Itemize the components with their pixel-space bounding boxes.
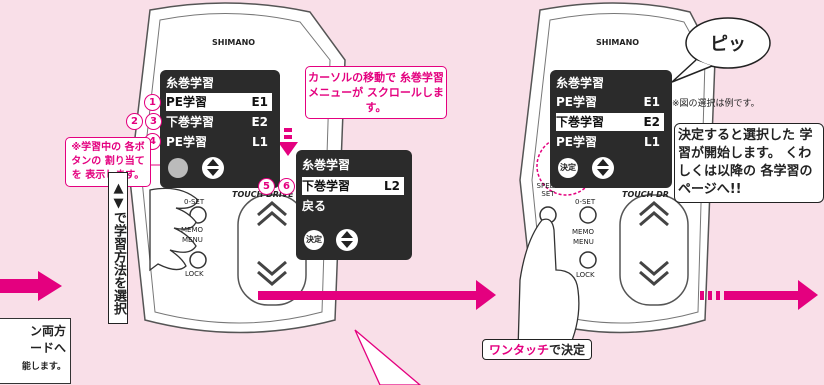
right-menu-row-3: PE学習 L1 — [556, 133, 664, 151]
right-row2-value: E2 — [643, 115, 660, 129]
vertical-instruction: ▲▼で学習方法を選択 — [108, 172, 128, 324]
right-touch-text: TOUCH DR — [622, 190, 669, 199]
right-device-screen: 糸巻学習 PE学習 E1 下巻学習 E2 PE学習 L1 決定 — [550, 70, 672, 188]
right-speed-set-label: SPEED SET — [536, 182, 560, 198]
left-menu-title: 糸巻学習 — [166, 76, 215, 90]
right-oset-label: 0-SET — [575, 198, 596, 206]
popup-row1-value: L2 — [384, 179, 400, 193]
popup-row1-label: 下巻学習 — [302, 179, 351, 193]
left-row1-label: PE学習 — [166, 95, 207, 109]
right-row3-value: L1 — [644, 135, 660, 149]
right-menu-label: MENU — [573, 238, 594, 246]
right-menu-row-2: 下巻学習 E2 — [556, 113, 664, 131]
left-menu-label: MENU — [182, 236, 203, 244]
step-number-2: 2 — [126, 113, 143, 130]
left-row2-value: E2 — [251, 115, 268, 129]
left-row2-label: 下巻学習 — [166, 115, 215, 129]
left-blank-button — [168, 158, 188, 178]
step-number-5: 5 — [258, 178, 275, 195]
right-row2-label: 下巻学習 — [556, 115, 605, 129]
left-menu-row-3: PE学習 L1 — [166, 133, 272, 151]
right-updown-icon — [592, 157, 614, 179]
popup-row2-label: 戻る — [302, 199, 327, 213]
left-menu-row-2: 下巻学習 E2 — [166, 113, 272, 131]
popup-row-2: 戻る — [302, 197, 404, 215]
left-memo-label: MEMO — [181, 226, 204, 234]
popup-updown-icon — [336, 229, 358, 251]
left-oset-label: 0-SET — [184, 198, 205, 206]
right-menu-row-1: PE学習 E1 — [556, 93, 664, 111]
cursor-note: カーソルの移動で 糸巻学習メニューが スクロールします。 — [305, 66, 447, 119]
left-partial-note: ン両方 ードへ 能します。 — [0, 318, 71, 384]
popup-menu-title: 糸巻学習 — [302, 158, 351, 172]
right-menu-title: 糸巻学習 — [556, 76, 605, 90]
one-touch-bold: ワンタッチ — [489, 343, 550, 357]
right-row1-value: E1 — [643, 95, 660, 109]
popup-decide-button: 決定 — [304, 230, 324, 250]
decide-note: 決定すると選択した 学習が開始します。 くわしくは以降の 各学習のページへ!! — [674, 123, 824, 203]
right-row1-label: PE学習 — [556, 95, 597, 109]
one-touch-label: ワンタッチで決定 — [482, 339, 593, 360]
left-brand: SHIMANO — [212, 38, 256, 47]
left-partial-line1: ン両方 — [29, 324, 66, 338]
left-lock-label: LOCK — [185, 270, 204, 278]
left-row1-value: E1 — [251, 95, 268, 109]
right-row3-label: PE学習 — [556, 135, 597, 149]
left-row3-label: PE学習 — [166, 135, 207, 149]
right-decide-button: 決定 — [558, 158, 578, 178]
left-partial-line3: 能します。 — [21, 362, 66, 372]
left-row3-value: L1 — [252, 135, 268, 149]
popup-row-1: 下巻学習 L2 — [302, 177, 404, 195]
pip-sound-text: ピッ — [710, 34, 746, 55]
left-partial-line2: ードへ — [29, 341, 66, 355]
right-brand: SHIMANO — [596, 38, 640, 47]
step-number-6: 6 — [278, 178, 295, 195]
right-lock-label: LOCK — [576, 271, 595, 279]
step-number-1: 1 — [144, 94, 161, 111]
one-touch-rest: で決定 — [549, 343, 586, 357]
left-menu-row-1: PE学習 E1 — [166, 93, 272, 111]
right-memo-label: MEMO — [572, 228, 595, 236]
popup-screen: 糸巻学習 下巻学習 L2 戻る 決定 — [296, 150, 412, 260]
left-device-screen: 糸巻学習 PE学習 E1 下巻学習 E2 PE学習 L1 — [160, 70, 280, 188]
example-note: ※図の選択は例です。 — [672, 99, 760, 109]
left-updown-icon — [202, 157, 224, 179]
step-number-3: 3 — [145, 113, 162, 130]
